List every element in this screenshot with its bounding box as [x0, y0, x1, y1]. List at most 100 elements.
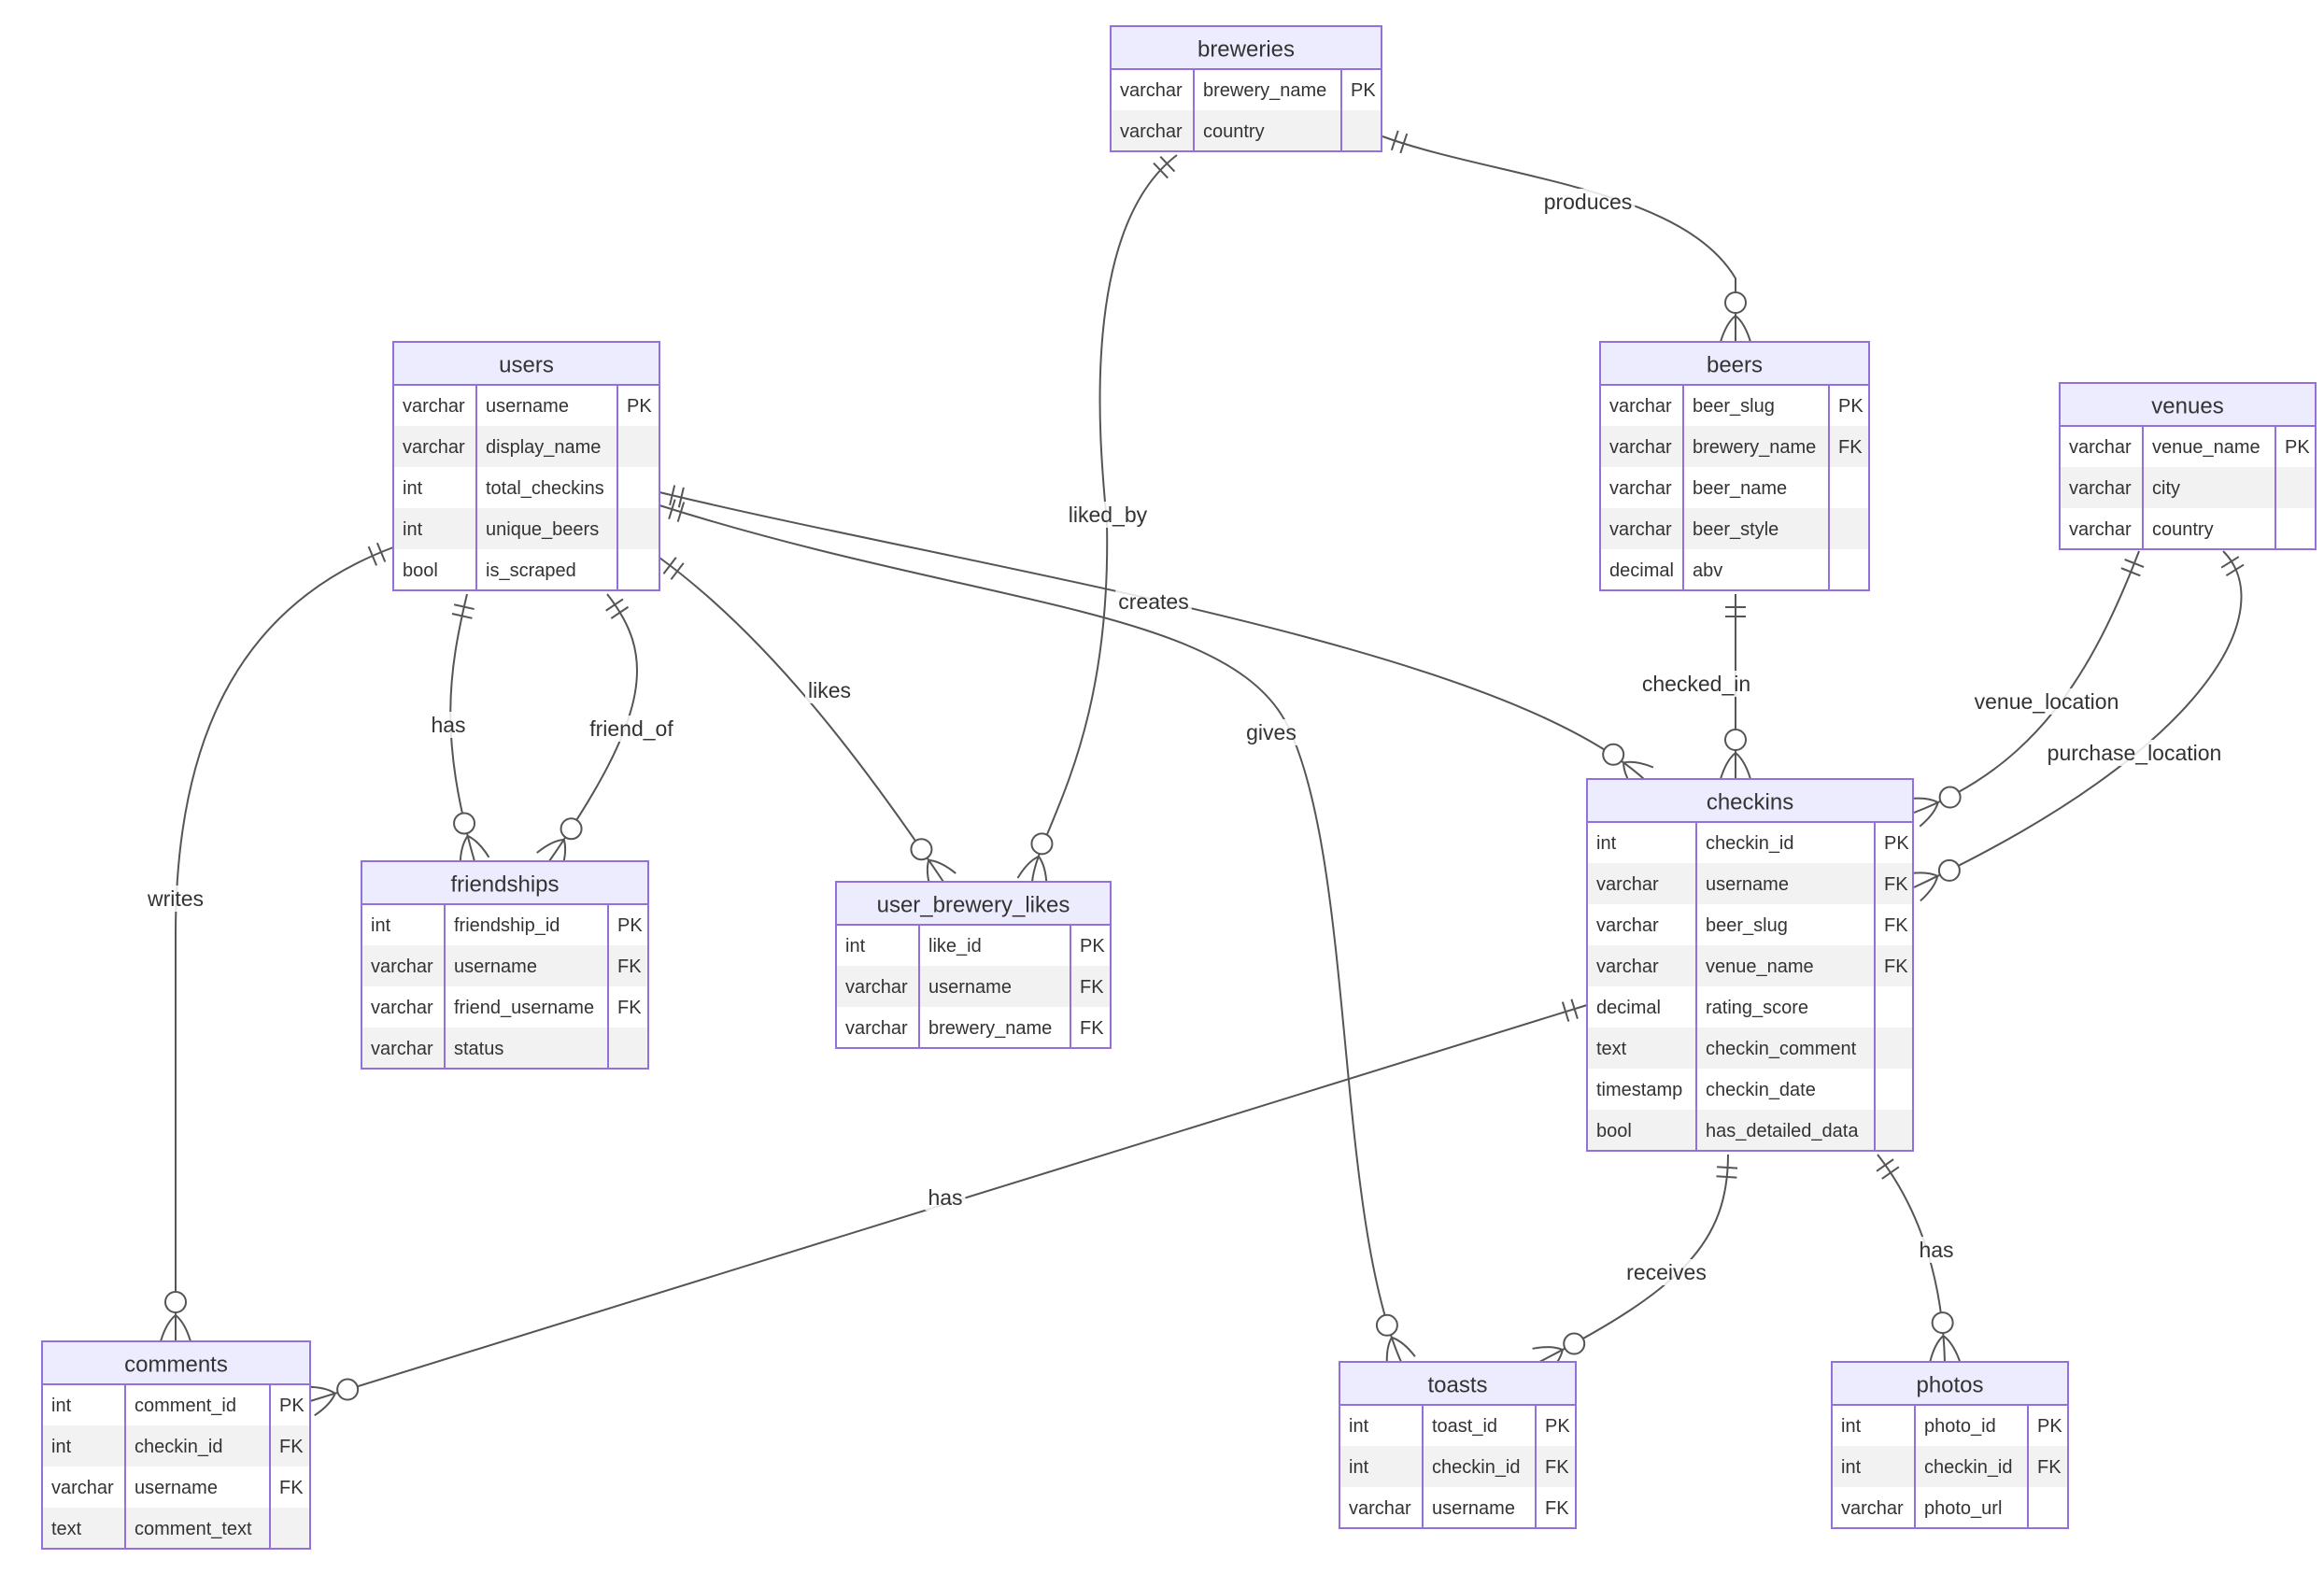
- attribute-name: beer_slug: [1706, 915, 1788, 936]
- exactly-one-marker: [1716, 1166, 1738, 1179]
- attribute-type: int: [1841, 1457, 1862, 1478]
- relationship-label: has: [928, 1185, 962, 1210]
- relationship-liked-by: [1016, 154, 1178, 886]
- attribute-name: city: [2152, 478, 2180, 499]
- relationship-label: gives: [1246, 720, 1297, 744]
- attribute-type: varchar: [2069, 478, 2132, 499]
- attribute-row: [1112, 69, 1381, 110]
- entity-title: users: [499, 353, 554, 378]
- attribute-type: decimal: [1609, 560, 1674, 581]
- relationship-line: [659, 557, 944, 883]
- relationship-label-purchase-location: purchase_location: [2044, 740, 2225, 766]
- attribute-row: [1588, 863, 1912, 904]
- zero-or-many-marker: [1906, 858, 1961, 902]
- exactly-one-marker: [2220, 556, 2245, 577]
- attribute-type: varchar: [1609, 519, 1672, 540]
- attribute-key: FK: [617, 998, 642, 1018]
- label-background: [1115, 588, 1192, 615]
- relationship-produces: [1382, 130, 1751, 343]
- entity-title: photos: [1916, 1373, 1983, 1398]
- attribute-row: [1588, 822, 1912, 863]
- label-background: [1623, 1259, 1709, 1285]
- attribute-name: friend_username: [454, 998, 594, 1018]
- attribute-key: PK: [1080, 936, 1105, 957]
- exactly-one-marker: [605, 598, 630, 619]
- relationship-label-has-friendships: has: [428, 712, 469, 738]
- attribute-name: username: [1432, 1498, 1515, 1519]
- attribute-row: [1601, 426, 1868, 467]
- attribute-key: FK: [279, 1437, 304, 1457]
- zero-or-many-marker: [1016, 832, 1054, 886]
- attribute-key: PK: [1351, 80, 1376, 101]
- relationship-friend-of: [536, 593, 638, 871]
- attribute-type: varchar: [403, 437, 465, 458]
- attribute-type: varchar: [1609, 437, 1672, 458]
- attribute-row: [837, 1007, 1110, 1048]
- zero-or-many-marker: [1720, 729, 1751, 780]
- attribute-row: [43, 1467, 309, 1508]
- attribute-name: beer_style: [1693, 519, 1778, 540]
- label-background: [804, 677, 855, 703]
- attribute-row: [1588, 1027, 1912, 1069]
- relationship-label: liked_by: [1069, 503, 1148, 527]
- attribute-name: is_scraped: [486, 560, 576, 581]
- attribute-key: PK: [1838, 396, 1863, 417]
- exactly-one-marker: [668, 499, 686, 522]
- entity-title: beers: [1707, 353, 1763, 378]
- attribute-type: varchar: [1841, 1498, 1904, 1519]
- attribute-row: [1588, 1110, 1912, 1151]
- label-background: [1916, 1237, 1957, 1263]
- attribute-name: country: [2152, 519, 2214, 540]
- attribute-name: checkin_id: [135, 1437, 223, 1457]
- exactly-one-marker: [2120, 559, 2145, 577]
- attribute-key: FK: [1884, 957, 1908, 977]
- attribute-key: FK: [2037, 1457, 2062, 1478]
- attribute-row: [1588, 945, 1912, 986]
- attribute-type: int: [371, 915, 391, 936]
- attribute-key: PK: [2037, 1416, 2062, 1437]
- attribute-name: display_name: [486, 437, 601, 458]
- attribute-name: photo_id: [1924, 1416, 1996, 1437]
- attribute-key: PK: [2285, 437, 2310, 458]
- relationship-creates: [659, 485, 1654, 792]
- attribute-type: varchar: [1596, 874, 1659, 895]
- label-background: [143, 886, 207, 912]
- attribute-row: [362, 945, 647, 986]
- attribute-key: FK: [617, 957, 642, 977]
- attribute-type: varchar: [1120, 121, 1183, 142]
- relationship-label-likes: likes: [804, 677, 855, 703]
- attribute-type: varchar: [2069, 519, 2132, 540]
- attribute-row: [394, 385, 659, 426]
- attribute-name: has_detailed_data: [1706, 1121, 1859, 1141]
- zero-or-many-marker: [536, 817, 583, 871]
- attribute-name: checkin_id: [1706, 833, 1794, 854]
- attribute-type: int: [1349, 1457, 1369, 1478]
- attribute-type: text: [51, 1519, 82, 1539]
- attribute-type: varchar: [1609, 478, 1672, 499]
- exactly-one-marker: [367, 542, 387, 566]
- entity-title: comments: [124, 1353, 228, 1378]
- relationship-line: [175, 546, 394, 1341]
- entity-outline: [2059, 382, 2317, 550]
- attribute-key: FK: [279, 1478, 304, 1498]
- attribute-name: brewery_name: [1203, 80, 1326, 101]
- attribute-type: varchar: [371, 957, 433, 977]
- attribute-row: [1588, 1069, 1912, 1110]
- relationship-line: [659, 491, 1645, 780]
- attribute-row: [43, 1425, 309, 1467]
- attribute-type: decimal: [1596, 998, 1661, 1018]
- attribute-row: [1601, 385, 1868, 426]
- attribute-name: username: [928, 977, 1012, 998]
- entity-outline: [1831, 1361, 2069, 1529]
- attribute-type: varchar: [403, 396, 465, 417]
- attribute-type: int: [403, 519, 423, 540]
- attribute-key: PK: [279, 1396, 305, 1416]
- relationship-label: friend_of: [589, 716, 673, 741]
